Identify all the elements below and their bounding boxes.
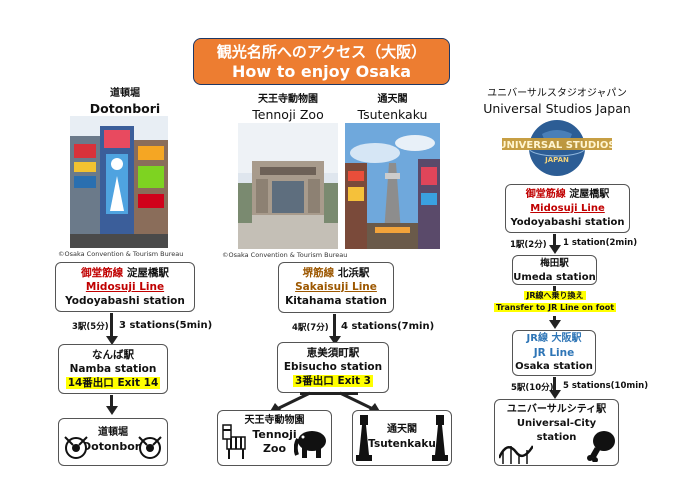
drum-icon: [138, 436, 162, 459]
tsutenkaku-heading: 通天閣 Tsutenkaku: [357, 94, 428, 122]
tennoji-exit: 3番出口 Exit 3: [293, 375, 373, 387]
tennoji-arrow-1-head: [328, 336, 341, 345]
dotonbori-heading: 道頓堀 Dotonbori: [89, 88, 161, 116]
usj-start-station: 御堂筋線 淀屋橋駅 Midosuji Line Yodoyabashi stat…: [505, 184, 630, 233]
title-ja: 観光名所へのアクセス（大阪）: [216, 43, 427, 61]
dotonbori-destination: 道頓堀 Dotonbori: [58, 418, 168, 466]
tower-icon: [432, 415, 448, 461]
dotonbori-arrow-1-head: [105, 336, 118, 345]
dotonbori-credit: ©Osaka Convention & Tourism Bureau: [58, 250, 184, 258]
dotonbori-arrow-2-head: [105, 406, 118, 415]
tennoji-stops-ja: 4駅(7分): [292, 323, 329, 333]
dotonbori-namba-station: なんば駅 Namba station 14番出口 Exit 14: [58, 344, 168, 394]
elephant-icon: [294, 431, 326, 458]
dotonbori-photo: [70, 116, 168, 248]
roller-coaster-icon: [499, 445, 533, 464]
tennoji-arrow-1: [333, 314, 336, 337]
tennoji-stops-en: 4 stations(7min): [341, 321, 435, 332]
tennoji-start-station: 堺筋線 北浜駅 Sakaisuji Line Kitahama station: [278, 262, 394, 313]
dotonbori-stops-ja: 3駅(5分): [72, 322, 109, 332]
usj-logo-text-2: JAPAN: [544, 156, 569, 164]
tsutenkaku-photo: [345, 123, 440, 249]
tennoji-ebisucho-station: 恵美須町駅 Ebisucho station 3番出口 Exit 3: [277, 342, 389, 393]
tennoji-split: [300, 392, 358, 395]
dotonbori-arrow-1: [110, 313, 113, 337]
usj-stops1-en: 1 station(2min): [563, 238, 638, 248]
usj-transfer-note: JR線へ乗り換え Transfer to JR Line on foot: [493, 291, 617, 312]
usj-stops2-en: 5 stations(10min): [563, 381, 649, 391]
dotonbori-stops-en: 3 stations(5min): [119, 320, 213, 331]
usj-destination: ユニバーサルシティ駅 Universal-City station: [494, 399, 619, 466]
usj-arrow-1: [553, 234, 556, 246]
usj-osaka-station: JR線 大阪駅 JR Line Osaka station: [512, 330, 596, 376]
tower-icon: [356, 415, 372, 461]
usj-logo-text: UNIVERSAL STUDIOS: [502, 140, 612, 151]
usj-arrow-3: [553, 377, 556, 391]
tennoji-zoo-photo: [238, 123, 338, 249]
usj-stops2-ja: 5駅(10分): [511, 383, 554, 393]
turkey-leg-icon: [587, 431, 615, 462]
dotonbori-exit: 14番出口 Exit 14: [65, 377, 161, 389]
drum-icon: [64, 436, 88, 459]
zebra-icon: [222, 424, 246, 459]
dotonbori-arrow-2: [110, 395, 113, 407]
usj-stops1-ja: 1駅(2分): [510, 240, 547, 250]
usj-arrow-1-head: [548, 245, 561, 254]
title-en: How to enjoy Osaka: [231, 62, 412, 81]
usj-heading: ユニバーサルスタジオジャパン Universal Studios Japan: [483, 88, 631, 116]
dotonbori-start-station: 御堂筋線 淀屋橋駅 Midosuji Line Yodoyabashi stat…: [55, 262, 195, 312]
usj-arrow-3-head: [548, 390, 561, 399]
tennoji-zoo-destination: 天王寺動物園 Tennoji Zoo: [217, 410, 332, 466]
tsutenkaku-destination: 通天閣 Tsutenkaku: [352, 410, 452, 466]
page-title: 観光名所へのアクセス（大阪） How to enjoy Osaka: [193, 38, 450, 85]
tennoji-zoo-heading: 天王寺動物園 Tennoji Zoo: [252, 94, 324, 122]
tennoji-credit: ©Osaka Convention & Tourism Bureau: [222, 251, 348, 259]
usj-umeda-station: 梅田駅 Umeda station: [512, 255, 597, 285]
usj-arrow-2-head: [548, 320, 561, 329]
usj-arrow-2: [553, 316, 556, 321]
usj-logo: UNIVERSAL STUDIOS JAPAN: [498, 116, 616, 180]
